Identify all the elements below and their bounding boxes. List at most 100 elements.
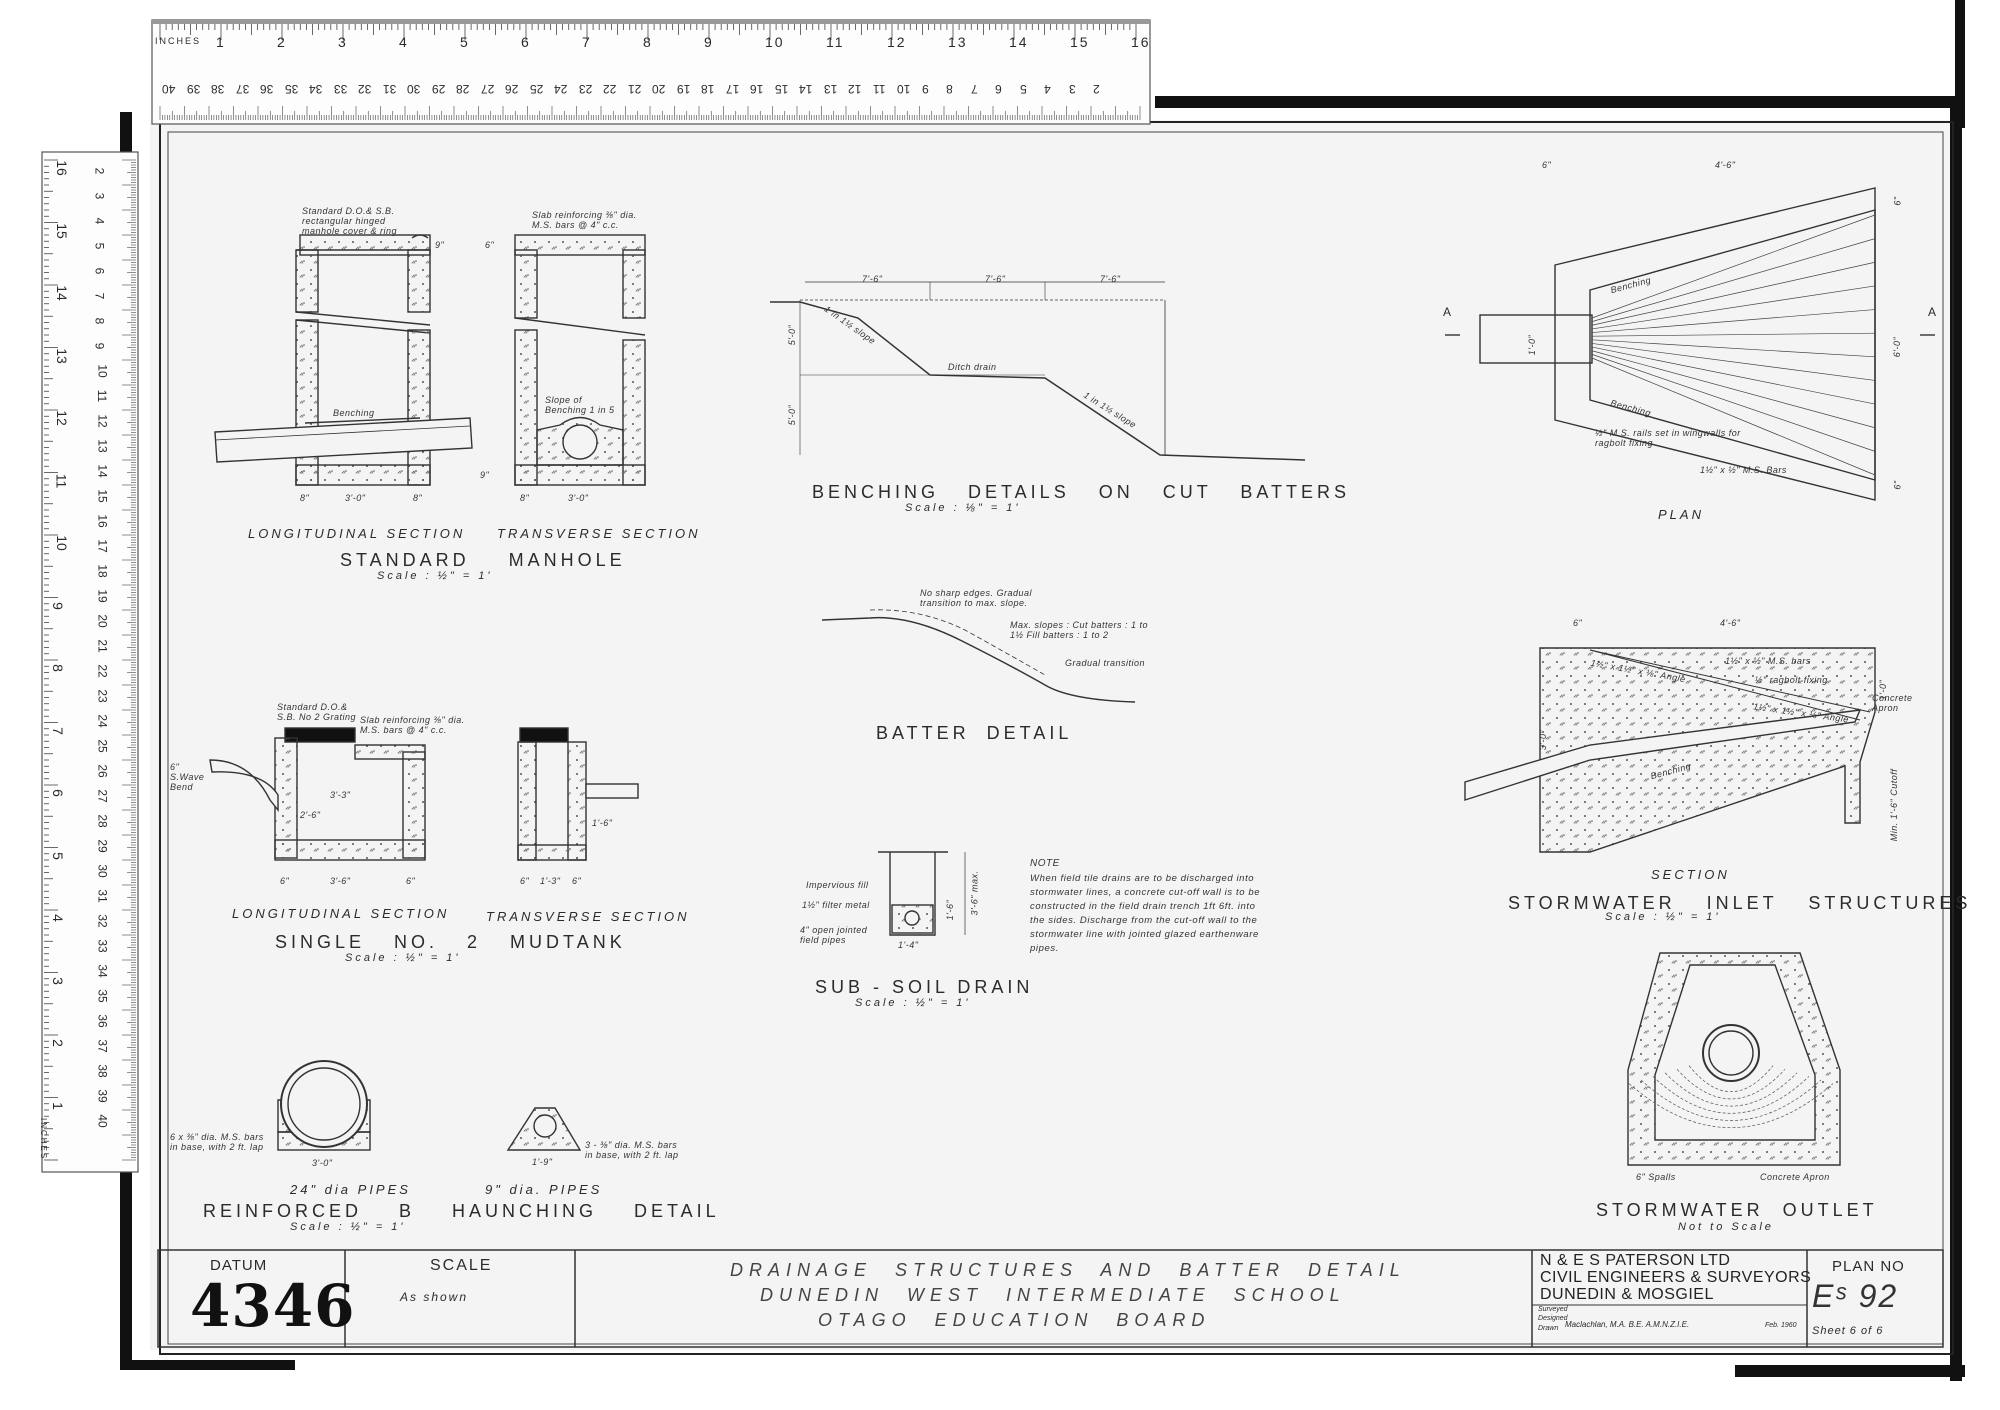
manhole-callout-benching: Benching [333,408,375,418]
subsoil-callout-pipes: 4" open jointed field pipes [800,925,868,945]
ruler-cm-number: 23 [95,689,110,703]
ruler-inch-number: 16 [53,160,70,176]
haunching-label-right: 9" dia. PIPES [485,1182,603,1197]
plan-no-label: PLAN NO [1832,1258,1905,1275]
ruler-top [151,19,1151,125]
ruler-cm-number: 31 [382,82,396,96]
ruler-cm-number: 36 [260,82,274,96]
ruler-cm-number: 19 [676,82,690,96]
ruler-inch-number: 3 [338,34,348,50]
ruler-inch-number: 15 [53,222,70,239]
ruler-inch-number: 10 [765,34,785,50]
haunching-label-left: 24" dia PIPES [290,1182,411,1197]
ruler-cm-number: 27 [95,789,110,803]
haunching-dim-left: 3'-0" [312,1158,333,1168]
drawn-label: Drawn [1538,1325,1559,1332]
ruler-cm-number: 7 [92,292,107,300]
benching-dim: 7'-6" [1100,274,1121,284]
ruler-inch-number: 16 [1131,34,1151,50]
mudtank-dim: 3'-6" [330,876,351,886]
inlet-callout-apron: Concrete Apron [1872,693,1913,713]
ruler-inch-number: 14 [1009,34,1029,50]
designed-label: Designed [1538,1315,1568,1322]
subsoil-callout-metal: 1½" filter metal [802,900,870,910]
ruler-inch-number: 3 [49,976,66,985]
inlet-title: STORMWATER INLET STRUCTURES [1508,893,1972,913]
ruler-cm-number: 8 [92,317,107,325]
ruler-cm-number: 18 [701,82,715,96]
ruler-cm-number: 15 [774,82,788,96]
ruler-cm-number: 26 [505,82,519,96]
haunching-callout-left: 6 x ⅜" dia. M.S. bars in base, with 2 ft… [170,1132,264,1152]
sheet-number: Sheet 6 of 6 [1812,1325,1884,1337]
ruler-inch-number: 8 [49,664,66,672]
inlet-plan-title: PLAN [1658,507,1704,522]
mudtank-scale: Scale : ½" = 1' [345,952,461,964]
batter-callout-transition: Gradual transition [1065,658,1146,668]
surveyed-label: Surveyed [1538,1306,1568,1313]
ruler-inch-number: 6 [521,34,531,50]
ruler-cm-number: 3 [92,192,107,200]
ruler-cm-number: 26 [95,764,110,778]
ruler-cm-number: 16 [95,514,110,528]
plan-number: Eˢ 92 [1812,1278,1899,1314]
manhole-scale: Scale : ½" = 1' [377,570,493,582]
ruler-cm-number: 37 [95,1039,110,1053]
ruler-cm-number: 13 [823,82,837,96]
manhole-title: STANDARD MANHOLE [340,550,626,570]
note-heading: NOTE [1030,858,1060,869]
ruler-cm-number: 4 [1044,82,1051,96]
ruler-cm-number: 3 [1068,82,1076,96]
ruler-cm-number: 32 [95,914,110,928]
ruler-cm-number: 29 [431,82,445,96]
drawing-title-line2: DUNEDIN WEST INTERMEDIATE SCHOOL [760,1285,1346,1305]
ruler-cm-number: 18 [95,564,110,578]
subsoil-title: SUB - SOIL DRAIN [815,977,1034,997]
ruler-left-unit: INCHES [39,1118,48,1161]
manhole-dim: 8" [413,493,423,503]
mudtank-title: SINGLE NO. 2 MUDTANK [275,932,626,952]
ruler-cm-number: 11 [872,82,885,96]
outlet-scale: Not to Scale [1678,1221,1774,1233]
ruler-inch-number: 11 [53,473,70,488]
ruler-cm-number: 16 [750,82,764,96]
inlet-callout-ragbolt: ½" ragbolt fixing [1755,675,1828,685]
ruler-cm-number: 39 [95,1089,110,1103]
inlet-plan-side-dim: 6'-0" [1892,336,1903,358]
subsoil-scale: Scale : ½" = 1' [855,997,971,1009]
mudtank-dim: 6" [280,876,290,886]
manhole-dim: 6" [485,240,495,250]
mudtank-callout-slab: Slab reinforcing ⅜" dia. M.S. bars @ 4" … [360,715,465,735]
subsoil-dim: 1'-6" [945,899,956,921]
scale-label: SCALE [430,1257,493,1274]
ruler-inch-number: 2 [49,1039,66,1047]
ruler-cm-number: 28 [456,82,470,96]
ruler-cm-number: 32 [358,82,372,96]
manhole-dim: 3'-0" [568,493,589,503]
mudtank-callout-bend: 6" S.Wave Bend [170,762,205,792]
mudtank-dim: 6" [572,876,582,886]
ruler-inch-number: 15 [1070,34,1090,50]
haunching-9in [506,1107,582,1151]
drawing-title-line3: OTAGO EDUCATION BOARD [818,1310,1211,1330]
ruler-cm-number: 13 [95,439,110,453]
firm-profession: CIVIL ENGINEERS & SURVEYORS [1540,1269,1812,1286]
ruler-cm-number: 40 [162,82,176,96]
drawing-title-line1: DRAINAGE STRUCTURES AND BATTER DETAIL [730,1260,1406,1280]
ruler-cm-number: 9 [921,82,929,96]
mudtank-callout-grating: Standard D.O.& S.B. No 2 Grating [277,702,357,722]
ruler-cm-number: 8 [946,82,953,96]
ruler-inch-number: 4 [399,34,409,50]
subsoil-callout-fill: Impervious fill [806,880,869,890]
ruler-inch-number: 12 [887,34,907,50]
batter-title: BATTER DETAIL [876,723,1073,743]
inlet-section [1464,647,1876,853]
inlet-callout-cutoff: Min. 1'-6" Cutoff [1889,768,1900,842]
title-block [157,1249,1944,1348]
outlet-callout-spalls: 6" Spalls [1636,1172,1676,1182]
ruler-inch-number: 10 [53,535,70,551]
ruler-cm-number: 19 [95,589,110,603]
manhole-callout-slab: Slab reinforcing ⅜" dia. M.S. bars @ 4" … [532,210,637,230]
